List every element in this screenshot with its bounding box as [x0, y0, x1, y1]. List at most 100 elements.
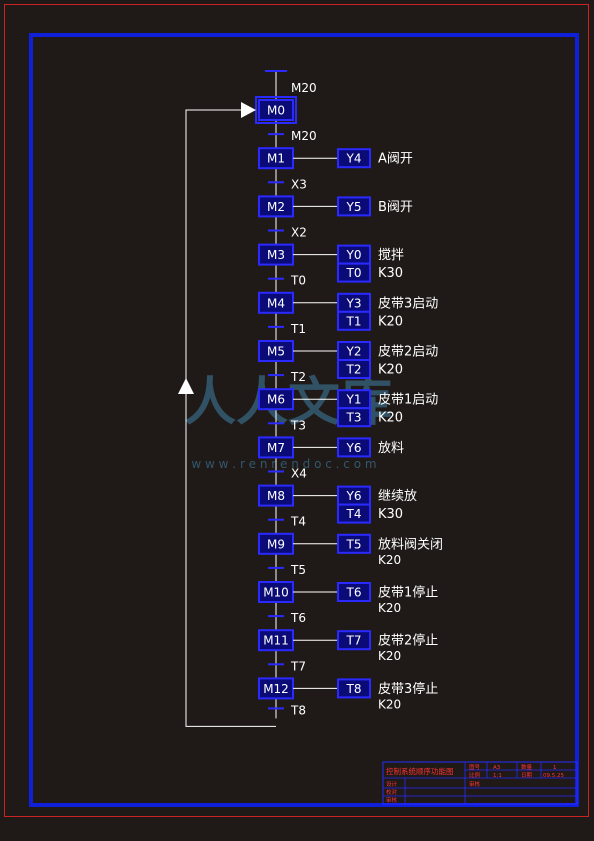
- action-box: [337, 407, 371, 428]
- action-text: K20: [378, 314, 403, 329]
- action-box: [337, 196, 371, 217]
- action-box: [337, 503, 371, 524]
- transition-label: T3: [290, 418, 306, 432]
- outer-frame: [4, 4, 589, 817]
- step-label: M0: [267, 104, 285, 118]
- action-text: 皮带2启动: [378, 345, 438, 360]
- transition-label: T8: [290, 703, 306, 717]
- action-note: K20: [378, 697, 401, 711]
- action-text: A阀开: [378, 152, 413, 167]
- step-label: M12: [263, 682, 289, 696]
- action-box: [337, 630, 371, 651]
- return-loop-line: [185, 109, 276, 727]
- action-text: 皮带1启动: [378, 393, 438, 408]
- step-label: M5: [267, 345, 285, 359]
- action-device: Y3: [346, 296, 362, 310]
- title-block-cell: 1: [553, 765, 557, 771]
- title-block-title: 控制系统顺序功能图: [386, 766, 454, 776]
- action-text: 皮带2停止: [378, 633, 438, 649]
- action-device: Y6: [346, 441, 362, 455]
- title-block-cell: 1:1: [493, 773, 502, 779]
- action-device: T0: [346, 266, 362, 280]
- action-text: K30: [378, 266, 403, 281]
- action-device: Y4: [346, 152, 362, 166]
- action-box: [337, 533, 371, 554]
- action-text: 继续放: [378, 489, 417, 504]
- title-block-frame: [382, 761, 578, 805]
- action-device: Y6: [346, 489, 362, 503]
- step-label: M3: [267, 248, 285, 262]
- title-block-cell: 审核: [386, 796, 398, 804]
- transition-label: T6: [290, 611, 306, 625]
- title-block-cell: 数量: [521, 763, 533, 771]
- title-block-cell: 设计: [386, 780, 398, 788]
- action-device: Y0: [346, 248, 362, 262]
- action-text: K30: [378, 507, 403, 522]
- step-label: M8: [267, 489, 285, 503]
- step-label: M11: [263, 634, 289, 648]
- action-text: 放料阀关闭: [378, 537, 443, 552]
- action-device: T8: [346, 682, 362, 696]
- action-box: [337, 582, 371, 602]
- action-device: T3: [346, 411, 362, 425]
- action-box: [337, 148, 371, 169]
- action-device: T5: [346, 537, 362, 551]
- action-device: Y5: [346, 200, 362, 214]
- action-box: [337, 437, 371, 458]
- transition-label: T4: [290, 515, 306, 529]
- action-text: 皮带3启动: [378, 296, 438, 311]
- transition-label: X2: [291, 226, 307, 240]
- inner-frame: [29, 33, 579, 807]
- transition-label: X3: [291, 177, 307, 191]
- action-box: [337, 678, 371, 699]
- action-note: K20: [378, 553, 401, 567]
- title-block-cell: 校对: [386, 788, 398, 796]
- step-label: M2: [267, 200, 285, 214]
- transition-label: M20: [291, 81, 317, 95]
- action-text: 皮带1停止: [378, 585, 438, 601]
- transition-label: X4: [291, 467, 307, 481]
- transition-label: M20: [291, 129, 317, 143]
- title-block-cell: 图号: [469, 763, 481, 771]
- transition-label: T2: [290, 370, 306, 384]
- watermark-url: w w w . r e n r e n d o c . c o m: [191, 457, 376, 471]
- action-box: [337, 262, 371, 283]
- action-device: T6: [346, 586, 362, 600]
- action-text: 放料: [378, 441, 404, 456]
- action-box: [337, 310, 371, 331]
- step-label: M4: [267, 296, 285, 310]
- action-device: T2: [346, 363, 362, 377]
- transition-label: T0: [290, 274, 306, 288]
- transition-label: T7: [290, 659, 306, 673]
- action-text: K20: [378, 363, 403, 378]
- action-text: B阀开: [378, 200, 413, 215]
- title-block-cell: 09.5.25: [543, 773, 564, 779]
- step-box: [258, 99, 294, 121]
- title-block-cell: 日期: [521, 772, 533, 779]
- action-device: Y1: [346, 393, 362, 407]
- title-block-cell: 审核: [469, 780, 481, 788]
- action-text: 皮带3停止: [378, 681, 438, 697]
- action-device: T7: [346, 634, 362, 648]
- title-block-cell: A3: [493, 765, 501, 771]
- action-text: K20: [378, 411, 403, 426]
- title-block-cell: 比例: [469, 771, 481, 779]
- step-label: M9: [267, 537, 285, 551]
- transition-label: T1: [290, 322, 306, 336]
- action-text: 搅拌: [378, 247, 404, 263]
- action-box: [337, 359, 371, 379]
- loop-up-arrow-icon: [178, 378, 194, 394]
- action-note: K20: [378, 601, 401, 615]
- step-label: M10: [263, 586, 289, 600]
- transition-label: T5: [290, 563, 306, 577]
- step-label: M1: [267, 152, 285, 166]
- step-label: M7: [267, 441, 285, 455]
- action-note: K20: [378, 649, 401, 663]
- return-arrow-head: [241, 102, 256, 118]
- action-device: T4: [346, 507, 362, 521]
- action-device: T1: [346, 314, 362, 328]
- action-device: Y2: [346, 345, 362, 359]
- step-label: M6: [267, 393, 285, 407]
